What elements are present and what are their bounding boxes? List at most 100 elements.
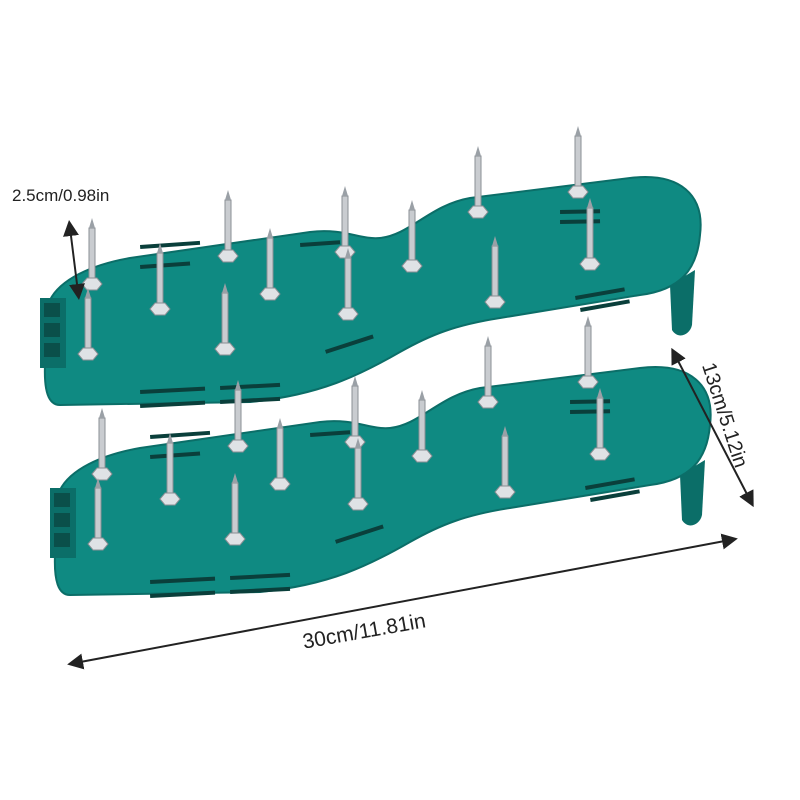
spike-shaft (166, 442, 174, 500)
spike-tip (355, 438, 361, 448)
spike-nut (494, 485, 516, 499)
spike-nut (227, 439, 249, 453)
spike-nut (567, 185, 589, 199)
spike-shaft (354, 447, 362, 505)
spike-shaft (574, 135, 582, 193)
spike-nut (337, 307, 359, 321)
spike-shaft (418, 399, 426, 457)
spike (149, 243, 171, 316)
strap-slot (300, 240, 341, 247)
strap-slot (585, 477, 635, 490)
spike-shaft (266, 237, 274, 295)
spike-nut (224, 532, 246, 546)
strap-slot (140, 386, 206, 394)
spike-tip (157, 243, 163, 253)
spike-shaft (408, 209, 416, 267)
spike (217, 190, 239, 263)
spike-shaft (344, 257, 352, 315)
toe-stand (670, 270, 695, 336)
spike-nut (269, 477, 291, 491)
spike-tip (277, 418, 283, 428)
heel-slot (54, 513, 70, 527)
spike-shaft (84, 297, 92, 355)
spike-nut (467, 205, 489, 219)
spike-tip (232, 473, 238, 483)
spike (269, 418, 291, 491)
strap-slot (590, 489, 640, 502)
spike-shaft (501, 435, 509, 493)
spike-tip (95, 478, 101, 488)
spike (494, 426, 516, 499)
spike-tip (352, 376, 358, 386)
spike-nut (77, 347, 99, 361)
spike-nut (411, 449, 433, 463)
spike-height-arrow (63, 220, 85, 300)
spike-tip (267, 228, 273, 238)
sole (43, 176, 702, 407)
spike-height-label: 2.5cm/0.98in (12, 186, 110, 205)
strap-slot (570, 399, 611, 404)
spike-nut (577, 375, 599, 389)
heel-slot (44, 303, 60, 317)
spike-shaft (98, 417, 106, 475)
spike (484, 236, 506, 309)
spike-nut (214, 342, 236, 356)
heel-slot (44, 343, 60, 357)
spike-nut (81, 277, 103, 291)
spike-tip (99, 408, 105, 418)
spike-tip (502, 426, 508, 436)
spike-shaft (156, 252, 164, 310)
spike-tip (575, 126, 581, 136)
spike-nut (347, 497, 369, 511)
spike (579, 198, 601, 271)
length-arrow (67, 533, 738, 670)
strap-slot (140, 240, 201, 249)
spike-tip (167, 433, 173, 443)
spike-tip (345, 248, 351, 258)
spike-nut (484, 295, 506, 309)
spike-nut (579, 257, 601, 271)
spike-tip (597, 388, 603, 398)
strap-slot (580, 299, 630, 312)
spike-nut (477, 395, 499, 409)
spike-shaft (584, 325, 592, 383)
spike-shaft (276, 427, 284, 485)
spike-tip (475, 146, 481, 156)
spike-tip (587, 198, 593, 208)
heel-slot (44, 323, 60, 337)
strap-slot (150, 451, 201, 459)
spike-shaft (231, 482, 239, 540)
spike-nut (91, 467, 113, 481)
width-arrow (671, 347, 754, 508)
strap-slot (560, 209, 601, 214)
heel-slot (54, 493, 70, 507)
spike-shaft (234, 389, 242, 447)
spike-tip (235, 380, 241, 390)
spike-nut (334, 245, 356, 259)
spike-tip (492, 236, 498, 246)
spike-shaft (474, 155, 482, 213)
spike-nut (159, 492, 181, 506)
spike-shaft (88, 227, 96, 285)
spike-nut (87, 537, 109, 551)
spike (91, 408, 113, 481)
spike-shaft (224, 199, 232, 257)
spike (227, 380, 249, 453)
spike-shaft (586, 207, 594, 265)
spike (477, 336, 499, 409)
strap-slot (560, 219, 601, 224)
spike-tip (225, 190, 231, 200)
spike-shaft (491, 245, 499, 303)
spike-tip (419, 390, 425, 400)
spike (337, 248, 359, 321)
spike-nut (217, 249, 239, 263)
spike-shaft (484, 345, 492, 403)
spike-nut (344, 435, 366, 449)
spike (159, 433, 181, 506)
spike-tip (485, 336, 491, 346)
strap-slot (150, 430, 211, 439)
spike (81, 218, 103, 291)
spike-shaft (221, 292, 229, 350)
strap-slot (140, 400, 206, 408)
